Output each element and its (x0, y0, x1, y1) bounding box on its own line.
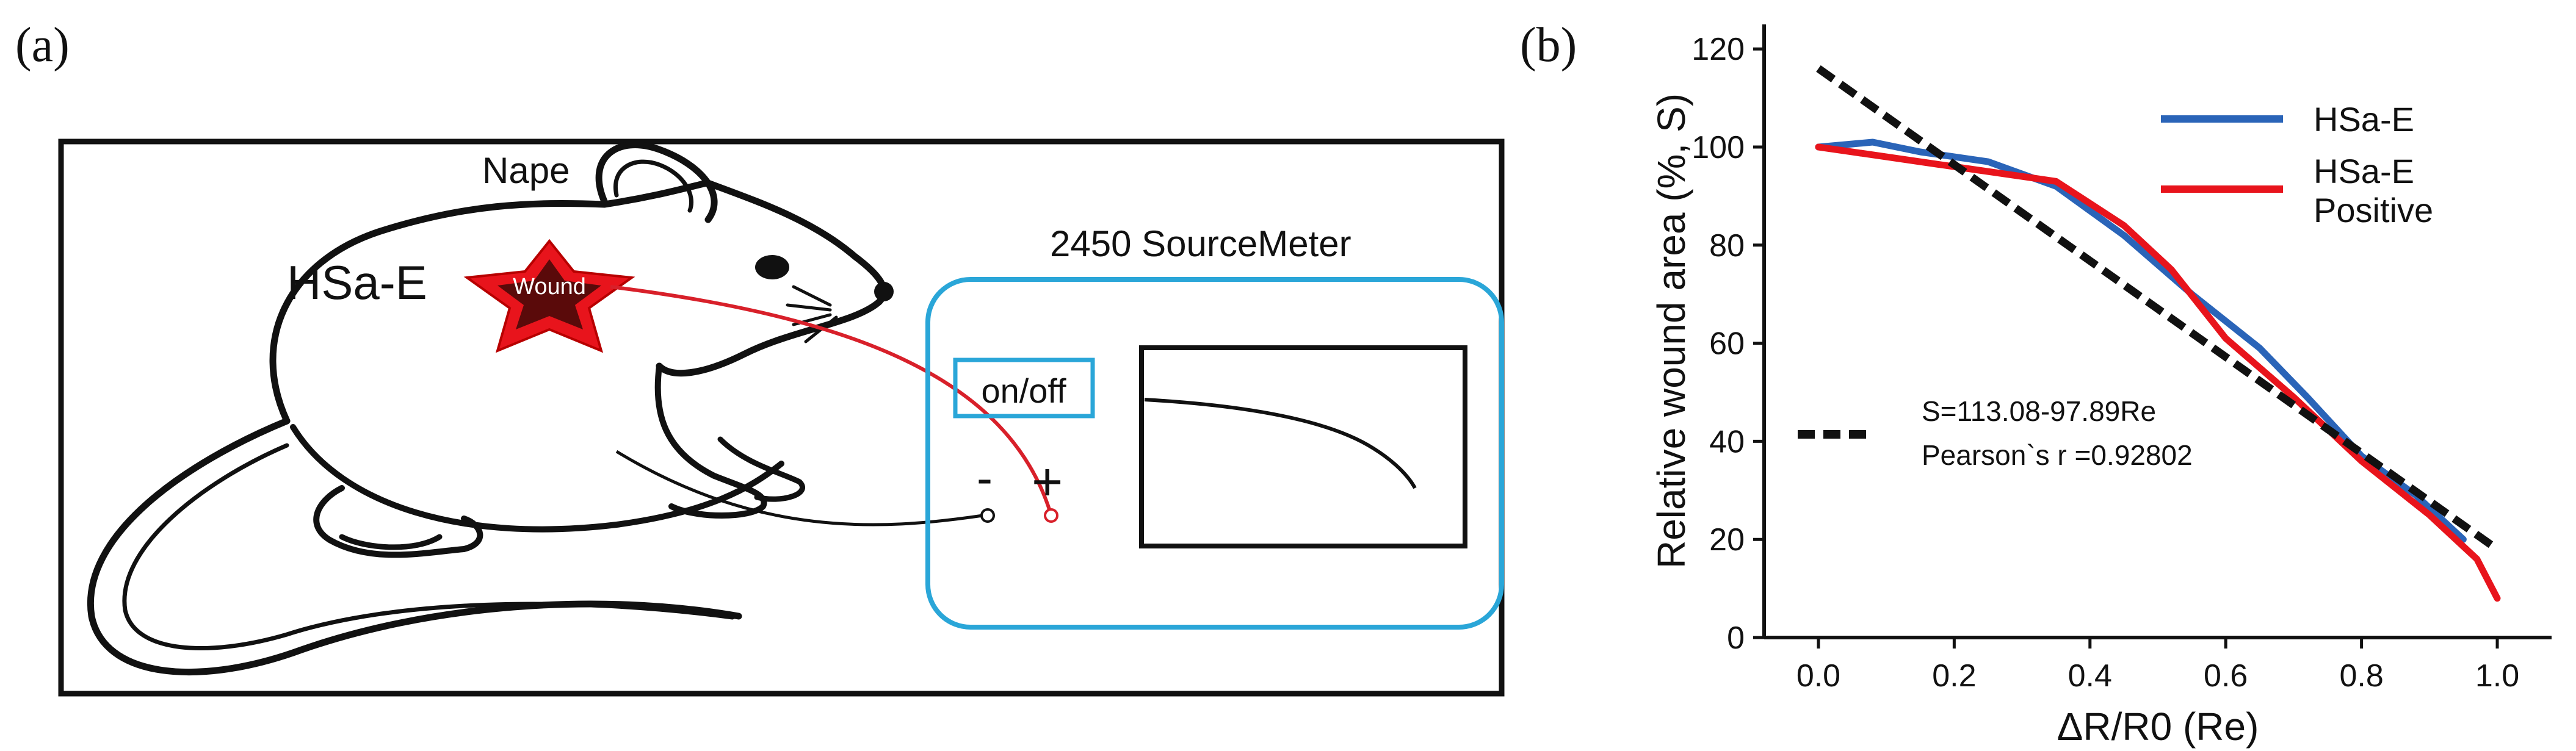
wound-core (497, 259, 601, 329)
y-tick-label: 20 (1709, 522, 1745, 558)
wound-area-chart: 0 20 40 60 80 100 120 0.0 0.2 0.4 0.6 0.8 1.0 Relat… (1649, 24, 2552, 749)
y-tick-label: 40 (1709, 424, 1745, 459)
mouse-front-leg (654, 363, 767, 519)
sourcemeter-label: 2450 SourceMeter (1050, 223, 1351, 264)
pearson-text: Pearson`s r =0.92802 (1922, 439, 2193, 471)
device-label: HSa-E (287, 256, 427, 309)
panel-a: (a) Nape HSa-E (15, 18, 1505, 697)
sourcemeter-frame (925, 277, 1504, 630)
legend-label-positive-line1: HSa-E (2314, 152, 2414, 190)
y-ticks: 0 20 40 60 80 100 120 (1691, 32, 1764, 656)
on-off-switch (953, 358, 1095, 419)
sourcemeter-screen (1139, 345, 1467, 548)
panel-b-label: (b) (1520, 18, 1577, 72)
mouse-head (656, 179, 888, 377)
mouse-tail-inner (122, 443, 735, 650)
x-tick-label: 0.6 (2204, 658, 2248, 694)
legend-label-positive: HSa-E Positive (2314, 152, 2433, 229)
fit-equation: S=113.08-97.89Re (1922, 395, 2156, 427)
x-ticks: 0.0 0.2 0.4 0.6 0.8 1.0 (1796, 638, 2519, 694)
positive-terminal (1044, 508, 1058, 523)
x-tick-label: 0.4 (2068, 658, 2112, 694)
mouse-ear (595, 142, 718, 223)
chart-series (1815, 65, 2501, 602)
y-tick-label: 60 (1709, 326, 1745, 362)
legend-label-hsae: HSa-E (2314, 100, 2414, 138)
fit-annotation: S=113.08-97.89Re Pearson`s r =0.92802 (1798, 395, 2193, 471)
mouse-eye (755, 255, 789, 279)
y-tick-label: 0 (1727, 620, 1745, 656)
x-tick-label: 0.2 (1932, 658, 1976, 694)
x-tick-label: 1.0 (2475, 658, 2519, 694)
y-tick-label: 80 (1709, 228, 1745, 264)
panel-b: (b) 0 20 40 60 80 100 120 0.0 0.2 0.4 0.6 0.8 1.0 R… (1520, 18, 2552, 749)
fit-line (1816, 65, 2500, 553)
wound-marker: Wound (463, 239, 635, 353)
mouse-belly (290, 424, 784, 533)
plus-label: + (1032, 451, 1063, 512)
y-tick-label: 120 (1691, 32, 1745, 67)
positive-wire (610, 285, 1052, 512)
x-axis-title: ΔR/R0 (Re) (2057, 705, 2259, 749)
mouse-body (269, 179, 712, 425)
mouse-front-paw (717, 436, 805, 502)
y-axis-title: Relative wound area (%, S) (1649, 93, 1693, 569)
negative-wire (615, 450, 983, 526)
sourcemeter: 2450 SourceMeter on/off - + (925, 223, 1504, 630)
wound-label: Wound (513, 274, 586, 300)
mouse-whiskers (786, 285, 838, 343)
panel-a-label: (a) (15, 18, 70, 72)
mouse-hind-leg (313, 485, 483, 558)
sourcemeter-curve (1144, 398, 1417, 489)
x-tick-label: 0.0 (1796, 658, 1840, 694)
chart-axes (1762, 24, 2552, 639)
on-off-label: on/off (981, 372, 1066, 410)
negative-terminal (980, 508, 995, 523)
mouse-illustration (87, 142, 894, 676)
mouse-hind-foot (339, 534, 443, 550)
mouse-ear-inner (613, 159, 694, 213)
x-tick-label: 0.8 (2339, 658, 2383, 694)
legend-label-positive-line2: Positive (2314, 191, 2433, 229)
minus-label: - (977, 451, 993, 505)
chart-legend: HSa-E HSa-E Positive (2161, 100, 2433, 229)
mouse-nose (874, 282, 894, 301)
nape-label: Nape (482, 150, 570, 191)
y-tick-label: 100 (1691, 130, 1745, 165)
